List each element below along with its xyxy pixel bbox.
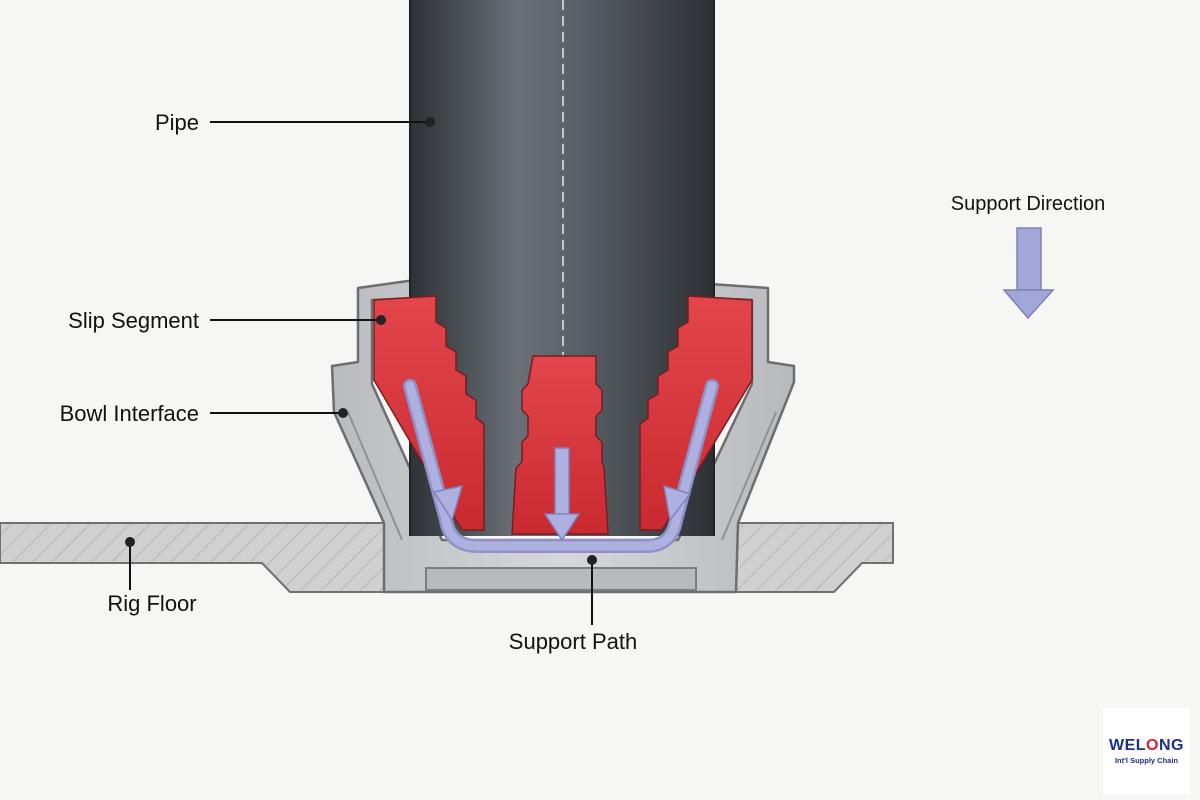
support-direction-arrow [1002,227,1055,320]
label-pipe: Pipe [155,110,199,135]
support-path-arrows [403,379,719,553]
label-support-direction: Support Direction [951,193,1106,215]
left-slip-segment [373,295,485,531]
logo-brand: WELONG [1109,736,1184,754]
label-leaders [125,117,597,625]
right-slip-segment [639,295,753,531]
label-bowl-interface: Bowl Interface [60,401,199,426]
label-slip-segment: Slip Segment [68,308,199,333]
rig-floor [0,522,894,593]
label-rig-floor: Rig Floor [107,591,196,616]
logo-tagline: Int'l Supply Chain [1114,755,1179,765]
center-slip-segment [511,355,609,535]
label-support-path: Support Path [509,629,637,654]
welong-logo: WELONG Int'l Supply Chain [1103,708,1190,794]
logo-brand-text: WELONG [1109,736,1184,754]
